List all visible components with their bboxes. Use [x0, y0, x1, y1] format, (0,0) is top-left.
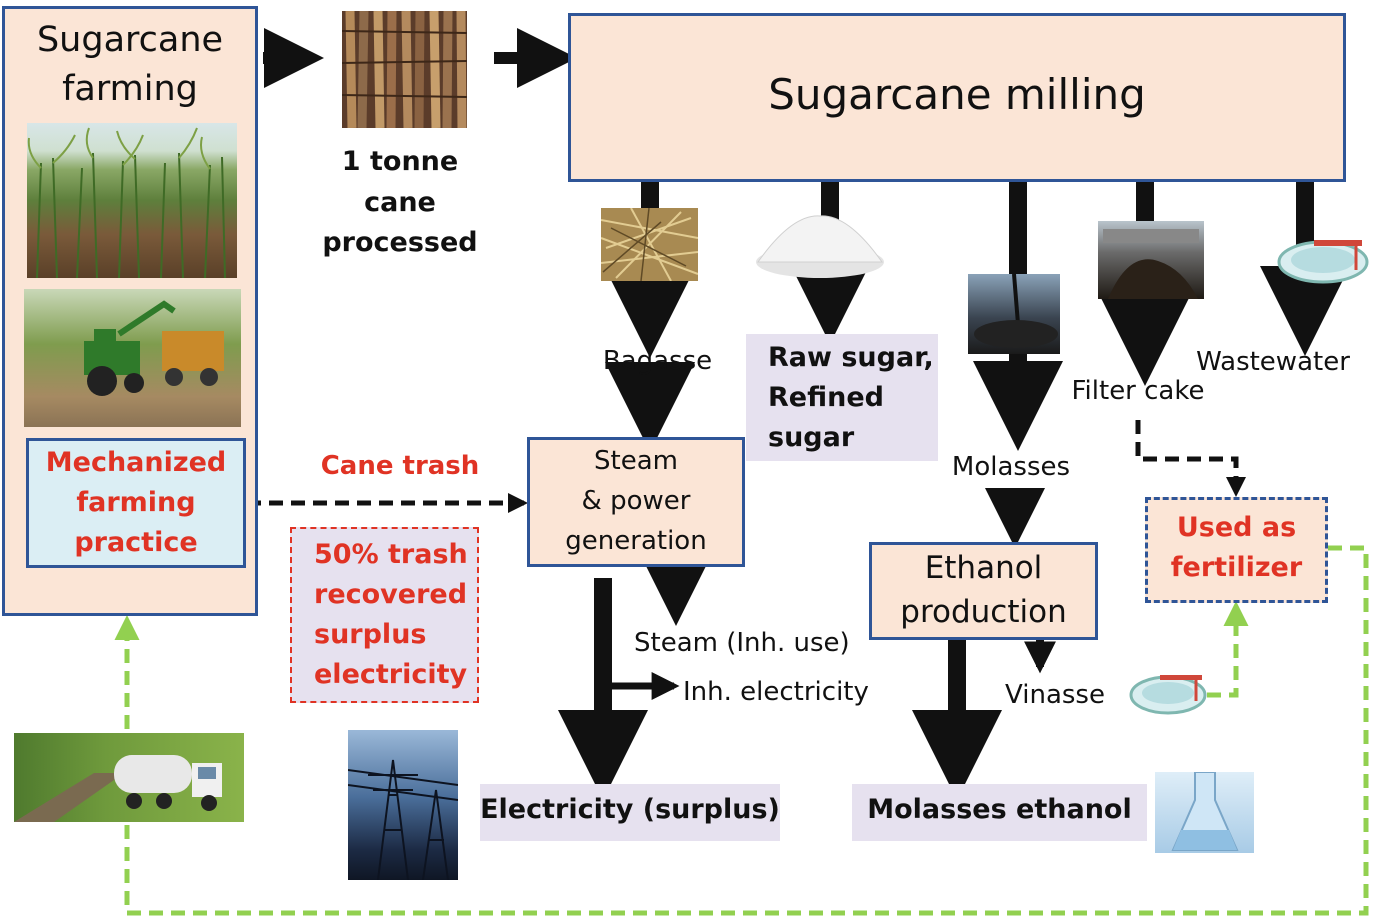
- electricity-product-label: Electricity (surplus): [480, 794, 780, 825]
- sugar-box: [746, 334, 938, 461]
- molasses-photo: [968, 274, 1060, 354]
- arrow-filtercake-to-fertilizer: [1135, 420, 1246, 497]
- steam-use-label: Steam (Inh. use): [634, 628, 850, 658]
- cane-processed-label: 1 tonne cane processed: [322, 146, 478, 258]
- wastewater-label: Wastewater: [1196, 347, 1350, 377]
- mechanized-farming-box: [26, 438, 246, 568]
- steam-power-box: [527, 437, 745, 567]
- filter-press-photo: [1098, 221, 1204, 299]
- sugarcane-field-photo: [27, 123, 237, 278]
- mechanized-farming-label: Mechanized farming practice: [45, 447, 227, 558]
- flask-photo: [1155, 772, 1254, 853]
- electricity-product-box: [480, 784, 780, 841]
- cane-trash-label: Cane trash: [320, 451, 480, 481]
- milling-title: Sugarcane milling: [768, 70, 1146, 119]
- inh-electricity-label: Inh. electricity: [683, 677, 869, 707]
- fertilizer-label: Used as fertilizer: [1170, 512, 1303, 583]
- ethanol-product-label: Molasses ethanol: [867, 794, 1132, 825]
- trash-note-label: 50% trash recovered surplus electricity: [314, 539, 468, 690]
- bagasse-label: Bagasse: [602, 346, 713, 376]
- arrow-vinasse-to-fertilizer: [1207, 601, 1249, 698]
- trash-note-box: [290, 527, 479, 703]
- steam-power-label: Steam & power generation: [565, 446, 707, 556]
- ethanol-product-box: [852, 784, 1147, 841]
- cane-stalks-photo: [342, 11, 467, 128]
- clarifier-bottom-icon: [1128, 665, 1208, 719]
- power-tower-photo: [348, 730, 458, 880]
- farming-title: Sugarcane farming: [36, 20, 224, 109]
- filter-cake-label: Filter cake: [1071, 376, 1205, 406]
- fertilizer-box: [1145, 497, 1328, 603]
- milling-box: [568, 13, 1346, 182]
- molasses-label: Molasses: [951, 452, 1071, 482]
- ethanol-box: [869, 542, 1098, 640]
- sugar-pile-photo: [752, 210, 888, 280]
- vinasse-label: Vinasse: [1005, 680, 1105, 710]
- harvester-photo: [24, 289, 241, 427]
- bagasse-photo: [601, 208, 698, 281]
- ethanol-label: Ethanol production: [900, 550, 1067, 631]
- sugar-label: Raw sugar, Refined sugar: [768, 342, 934, 453]
- clarifier-icon: [1276, 230, 1370, 286]
- tanker-truck-photo: [14, 733, 244, 822]
